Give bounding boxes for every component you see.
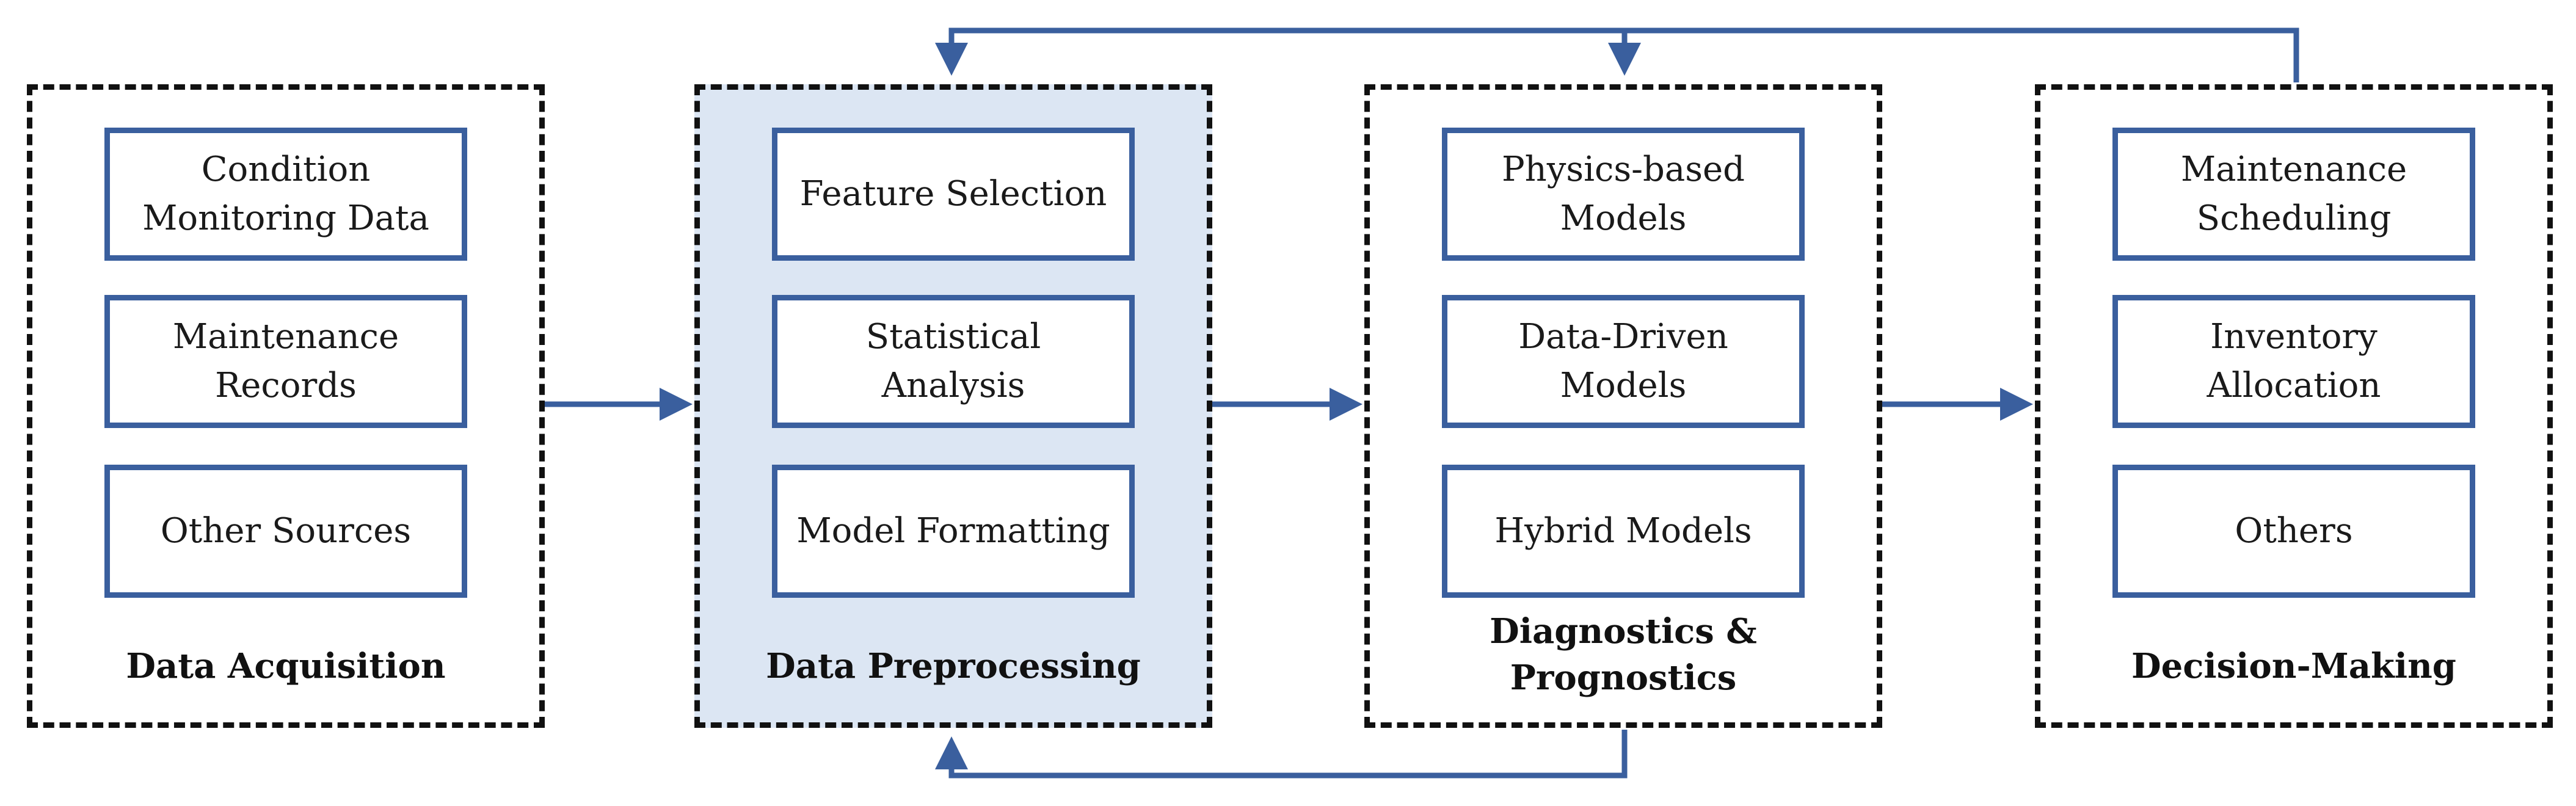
stage-data-preprocessing: Feature Selection Statistical Analysis M… xyxy=(694,84,1212,728)
item-statistical-analysis: Statistical Analysis xyxy=(772,295,1135,428)
item-physics-based-models: Physics-based Models xyxy=(1442,128,1805,261)
item-maintenance-records: Maintenance Records xyxy=(104,295,467,428)
item-other-sources: Other Sources xyxy=(104,465,467,598)
stage-title: Data Acquisition xyxy=(126,646,446,686)
item-feature-selection: Feature Selection xyxy=(772,128,1135,261)
item-model-formatting: Model Formatting xyxy=(772,465,1135,598)
item-hybrid-models: Hybrid Models xyxy=(1442,465,1805,598)
item-inventory-allocation: Inventory Allocation xyxy=(2112,295,2475,428)
item-data-driven-models: Data-Driven Models xyxy=(1442,295,1805,428)
stage-title: Data Preprocessing xyxy=(766,646,1141,686)
stage-diagnostics-prognostics: Physics-based Models Data-Driven Models … xyxy=(1364,84,1882,728)
item-condition-monitoring-data: Condition Monitoring Data xyxy=(104,128,467,261)
stage-decision-making: Maintenance Scheduling Inventory Allocat… xyxy=(2035,84,2553,728)
stage-title: Decision-Making xyxy=(2131,646,2456,686)
stage-title: Diagnostics & Prognostics xyxy=(1490,611,1757,698)
item-maintenance-scheduling: Maintenance Scheduling xyxy=(2112,128,2475,261)
feedback-line-bottom xyxy=(935,730,1628,779)
item-others: Others xyxy=(2112,465,2475,598)
stage-data-acquisition: Condition Monitoring Data Maintenance Re… xyxy=(27,84,545,728)
